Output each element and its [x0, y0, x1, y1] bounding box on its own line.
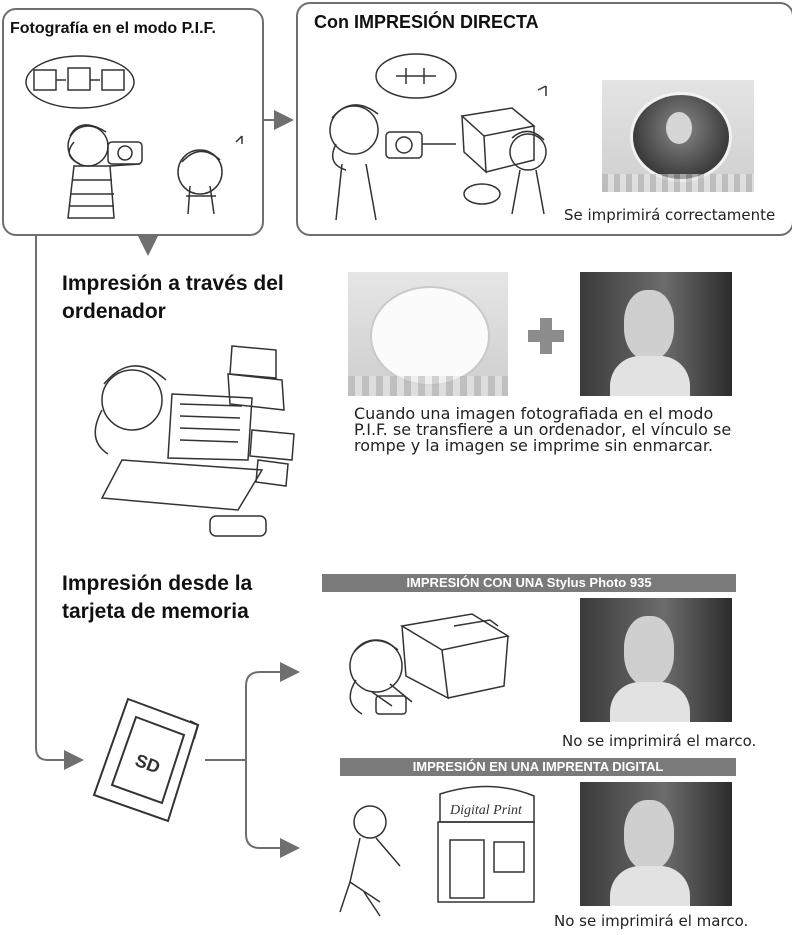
direct-print-box: Con IMPRESIÓN DIRECTA Se imprimirá corre…	[296, 2, 792, 236]
description-line: Cuando una imagen fotografiada en el mod…	[354, 404, 714, 423]
framed-print-photo	[602, 80, 754, 192]
memory-card-illustration: SD	[92, 697, 200, 823]
photo-printer-illustration	[349, 613, 510, 715]
shop-sign: Digital Print	[449, 803, 523, 818]
computer-description: Cuando una imagen fotografiada en el mod…	[354, 406, 731, 454]
direct-print-title: Con IMPRESIÓN DIRECTA	[314, 12, 539, 32]
portrait-face	[666, 112, 692, 144]
computer-section-title-line2: ordenador	[62, 300, 166, 323]
lab-output-photo	[580, 782, 732, 906]
unframed-photo	[580, 272, 732, 396]
empty-frame-image	[348, 272, 508, 396]
memory-section-title-line1: Impresión desde la	[62, 572, 253, 595]
camera-girl-illustration	[25, 55, 243, 219]
branch-banner-lab: IMPRESIÓN EN UNA IMPRENTA DIGITAL	[340, 758, 736, 776]
computer-section-title-line1: Impresión a través del	[62, 272, 284, 295]
direct-print-illustration	[329, 53, 547, 221]
printer-caption: No se imprimirá el marco.	[562, 732, 757, 750]
branch-banner-printer: IMPRESIÓN CON UNA Stylus Photo 935	[322, 574, 736, 592]
frame-floral-border	[348, 376, 508, 396]
print-shop-illustration: Digital Print	[339, 785, 535, 917]
pif-title: Fotografía en el modo P.I.F.	[10, 20, 216, 37]
memory-section-title-line2: tarjeta de memoria	[62, 600, 249, 623]
description-line: rompe y la imagen se imprime sin enmarca…	[354, 436, 714, 455]
lab-caption: No se imprimirá el marco.	[554, 912, 749, 930]
description-line: P.I.F. se transfiere a un ordenador, el …	[354, 420, 732, 439]
floral-border	[602, 174, 754, 192]
direct-print-caption: Se imprimirá correctamente	[564, 206, 776, 224]
printer-output-photo	[580, 598, 732, 722]
computer-illustration	[94, 345, 295, 537]
pif-box: Fotografía en el modo P.I.F.	[2, 8, 264, 236]
arrow-to-printer	[245, 662, 300, 760]
empty-oval	[370, 286, 490, 386]
arrow-to-lab	[245, 760, 300, 858]
plus-icon	[528, 318, 564, 354]
